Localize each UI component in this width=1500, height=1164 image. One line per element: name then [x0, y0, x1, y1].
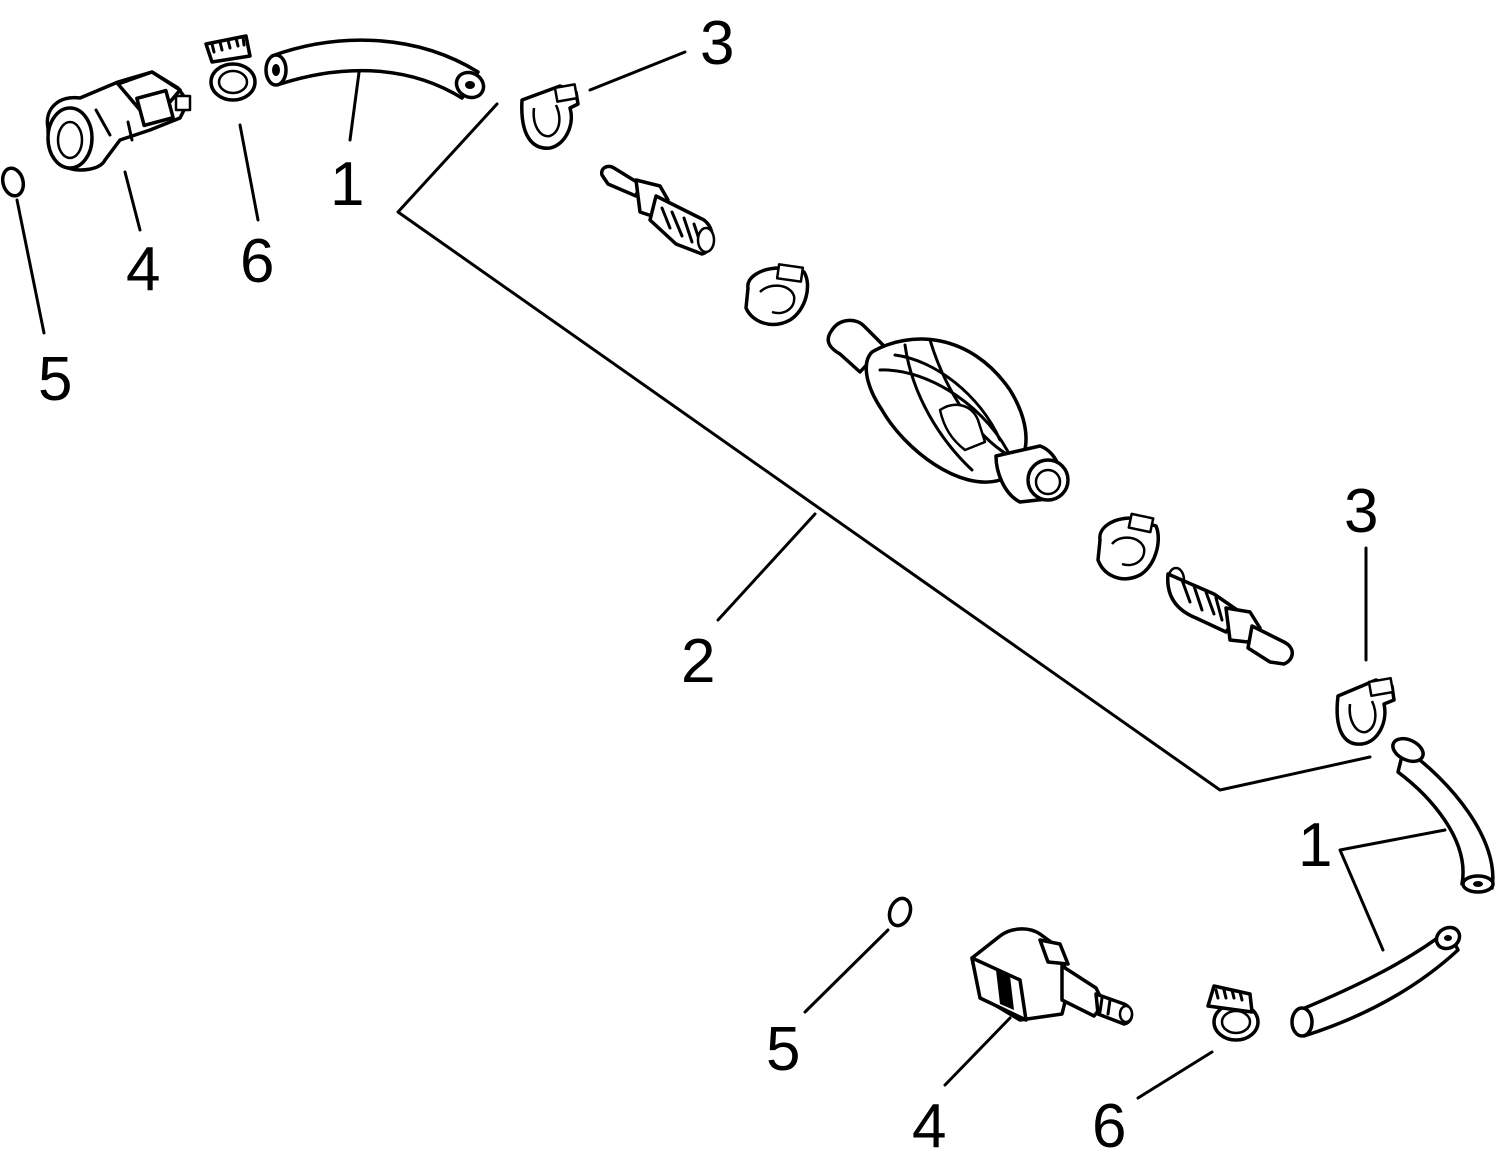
primer-bulb — [826, 318, 1070, 504]
leader-3-top — [588, 50, 687, 92]
fuel-connector-top — [45, 70, 192, 172]
clamp-top — [520, 83, 580, 150]
leader-2-bracket — [396, 102, 1372, 792]
check-valve-top — [599, 164, 716, 256]
leader-6-top — [238, 123, 260, 222]
callout-3-right: 3 — [1344, 477, 1378, 546]
callout-labels: 1 1 2 3 3 4 4 5 5 6 6 — [38, 9, 1378, 1161]
callout-1-right: 1 — [1298, 811, 1332, 880]
callout-5-top: 5 — [38, 345, 72, 414]
callout-6-top: 6 — [240, 227, 274, 296]
leader-lines — [15, 50, 1447, 1100]
leader-2-pointer — [716, 512, 817, 622]
clamp-middle-lower — [1096, 512, 1161, 581]
hose-clamp-bottom — [1206, 984, 1260, 1042]
callout-2: 2 — [681, 627, 715, 696]
o-ring-top — [0, 166, 26, 198]
fuel-hose-right-lower — [1290, 925, 1462, 1038]
callout-3-top: 3 — [700, 9, 734, 78]
callout-4-bottom: 4 — [912, 1092, 946, 1161]
leader-5-bottom — [803, 928, 890, 1014]
fuel-connector-bottom — [970, 927, 1134, 1026]
callout-1-top: 1 — [330, 150, 364, 219]
hose-clamp-top — [204, 34, 257, 102]
leader-4-bottom — [943, 1016, 1012, 1087]
check-valve-bottom — [1166, 566, 1294, 666]
callout-5-bottom: 5 — [766, 1015, 800, 1084]
leader-6-bottom — [1136, 1050, 1214, 1100]
fuel-hose-top — [264, 38, 486, 100]
o-ring-bottom — [887, 896, 913, 928]
leader-4-top — [123, 170, 142, 232]
fuel-hose-right-upper — [1391, 736, 1495, 894]
leader-1-top — [348, 63, 362, 142]
callout-4-top: 4 — [126, 235, 160, 304]
callout-6-bottom: 6 — [1092, 1092, 1126, 1161]
leader-5-top — [15, 198, 46, 335]
clamp-middle-upper — [744, 263, 810, 327]
leader-1-right — [1338, 828, 1447, 952]
clamp-right — [1335, 676, 1396, 746]
